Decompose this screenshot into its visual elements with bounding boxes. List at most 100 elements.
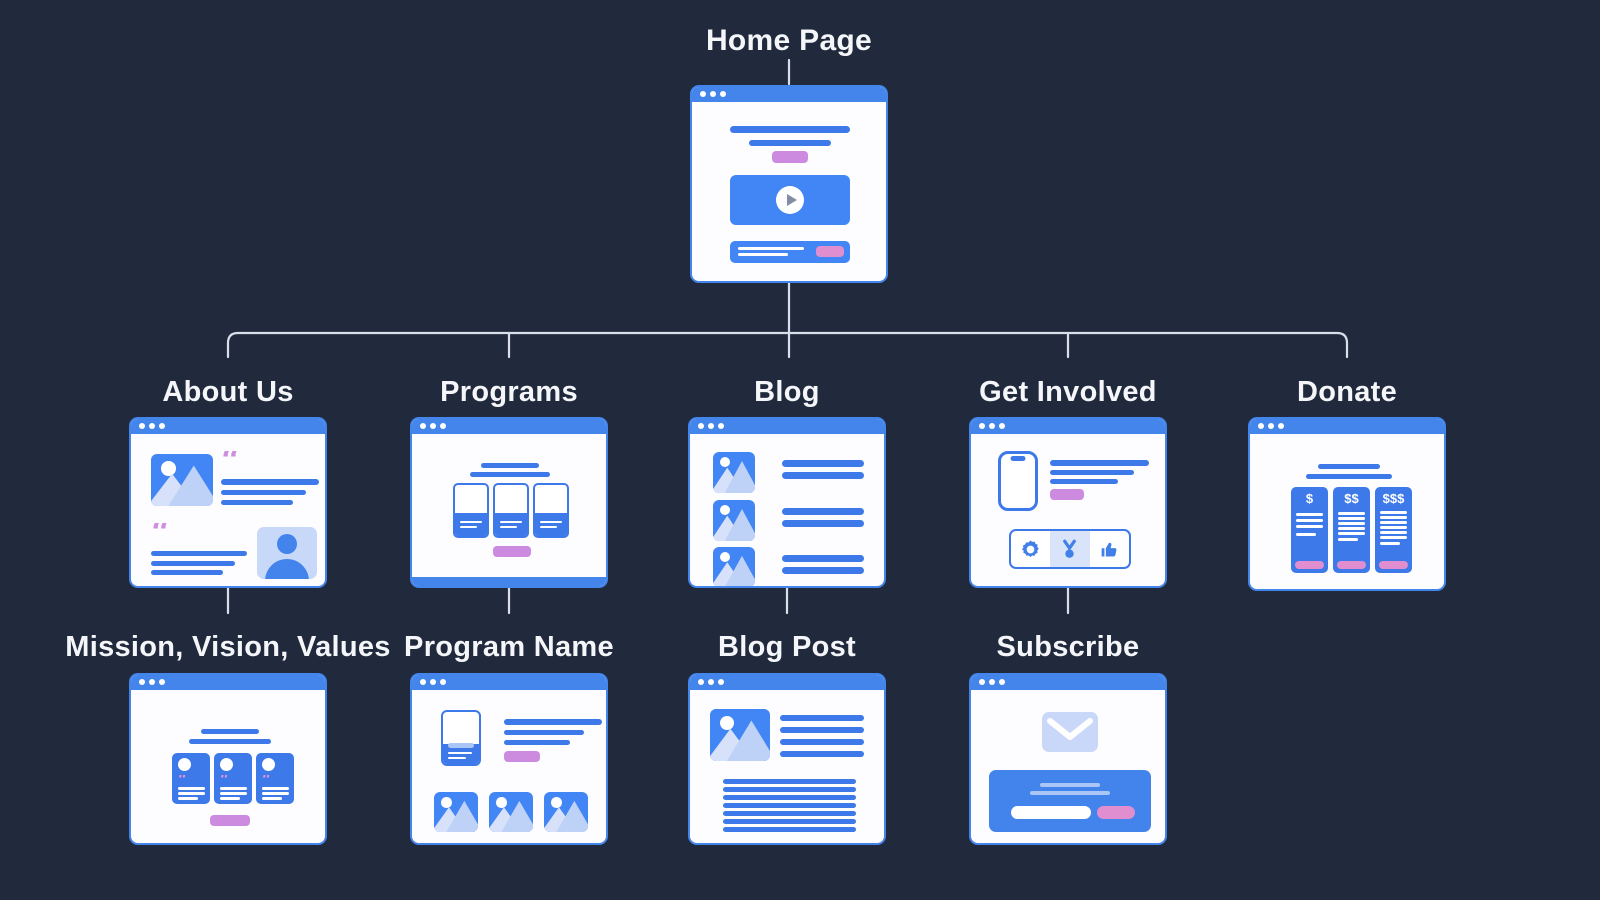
button-placeholder <box>493 546 531 557</box>
skeleton-line <box>723 803 856 808</box>
segment-badge <box>1011 531 1050 567</box>
window-dot <box>989 422 995 429</box>
skeleton-line <box>782 460 864 467</box>
window-titlebar <box>131 675 325 690</box>
skeleton-line <box>460 520 482 523</box>
node-label-donate: Donate <box>1296 376 1398 408</box>
node-card-home-page <box>690 85 888 283</box>
skeleton-line <box>220 787 247 790</box>
window-footer-bar <box>412 577 606 586</box>
skeleton-line <box>504 740 570 745</box>
envelope-icon <box>1042 712 1098 752</box>
skeleton-line <box>782 567 864 574</box>
window-dot <box>710 90 716 97</box>
node-label-subscribe: Subscribe <box>996 631 1140 663</box>
segment-medal <box>1050 531 1090 567</box>
skeleton-line <box>723 779 856 784</box>
skeleton-line <box>189 739 271 744</box>
avatar-body <box>265 559 309 579</box>
skeleton-line <box>1338 517 1365 520</box>
skeleton-line <box>470 472 550 477</box>
window-dot <box>139 678 145 685</box>
play-icon <box>776 186 804 214</box>
node-label-program-name: Program Name <box>404 631 614 663</box>
mini-card-footer <box>535 512 567 536</box>
value-card-placeholder: “ <box>214 753 252 804</box>
window-titlebar <box>131 419 325 434</box>
skeleton-line <box>151 570 223 575</box>
skeleton-line <box>1380 531 1407 534</box>
node-label-get-involved: Get Involved <box>979 376 1157 408</box>
window-dot <box>698 422 704 429</box>
window-dot <box>720 90 726 97</box>
image-placeholder-icon <box>544 792 588 832</box>
skeleton-line <box>504 719 602 725</box>
skeleton-line <box>221 479 319 485</box>
skeleton-line <box>1380 542 1400 545</box>
skeleton-line <box>1296 513 1323 516</box>
sun-circle <box>719 715 734 731</box>
circle-icon <box>220 758 233 771</box>
skeleton-line <box>780 715 864 721</box>
skeleton-line <box>782 508 864 515</box>
skeleton-line <box>220 792 247 795</box>
quote-icon: “ <box>151 523 171 543</box>
dollar-label: $ <box>1305 491 1314 506</box>
skeleton-line <box>1338 527 1365 530</box>
skeleton-line <box>1296 533 1316 536</box>
skeleton-line <box>1030 791 1110 795</box>
envelope-flap <box>1047 718 1093 740</box>
quote-icon: “ <box>221 451 241 471</box>
skeleton-line <box>1338 522 1365 525</box>
avatar-head <box>277 534 297 554</box>
program-card-placeholder <box>441 710 481 766</box>
skeleton-line <box>500 520 522 523</box>
window-dot <box>1278 422 1284 429</box>
node-label-programs: Programs <box>440 376 578 408</box>
skeleton-line <box>540 520 562 523</box>
node-card-subscribe <box>969 673 1167 845</box>
value-card-placeholder: “ <box>256 753 294 804</box>
window-dot <box>700 90 706 97</box>
program-card-placeholder <box>493 483 529 538</box>
skeleton-line <box>723 827 856 832</box>
footer-cta-bar <box>730 241 850 263</box>
tier-button-placeholder <box>1379 561 1408 569</box>
node-card-blog-post <box>688 673 886 845</box>
button-placeholder <box>504 751 540 762</box>
subscribe-button-placeholder <box>1097 806 1135 819</box>
sun-circle <box>719 457 730 468</box>
skeleton-line <box>782 520 864 527</box>
image-placeholder-icon <box>713 500 755 541</box>
icon-segmented-control <box>1009 529 1131 569</box>
quote-icon: “ <box>262 775 272 785</box>
skeleton-line <box>220 797 240 800</box>
skeleton-line <box>448 751 472 754</box>
skeleton-line <box>1296 525 1323 528</box>
dollar-label: $$ <box>1344 491 1359 506</box>
skeleton-line <box>1380 521 1407 524</box>
window-dot <box>979 422 985 429</box>
button-placeholder <box>1050 489 1084 500</box>
window-dot <box>420 422 426 429</box>
window-dot <box>139 422 145 429</box>
badge-icon <box>1022 539 1039 557</box>
skeleton-line <box>460 525 477 528</box>
node-label-blog-post: Blog Post <box>717 631 857 663</box>
button-placeholder <box>772 151 808 163</box>
skeleton-line <box>448 756 466 759</box>
node-label-about-us: About Us <box>162 376 294 408</box>
sun-circle <box>496 797 507 808</box>
email-input-placeholder <box>1011 806 1091 819</box>
image-placeholder-icon <box>151 454 213 506</box>
window-dot <box>999 422 1005 429</box>
node-card-programs <box>410 417 608 588</box>
button-placeholder <box>210 815 250 826</box>
sun-circle <box>551 797 562 808</box>
skeleton-line <box>1338 532 1365 535</box>
window-titlebar <box>971 419 1165 434</box>
skeleton-line <box>262 797 282 800</box>
window-titlebar <box>971 675 1165 690</box>
